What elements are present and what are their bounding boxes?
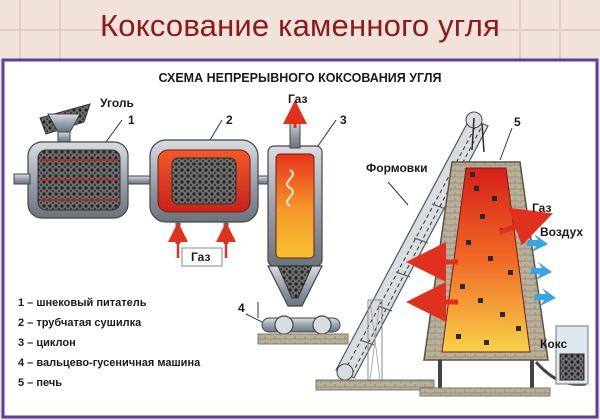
label-gas-top: Газ (288, 92, 307, 106)
conveyor-base (315, 379, 435, 391)
cyclone-hot-zone (275, 153, 315, 259)
legend-item-2: 2 – трубчатая сушилка (18, 317, 142, 329)
legend-item-3: 3 – циклон (18, 337, 76, 349)
callout-4: 4 (238, 301, 245, 315)
dryer-coal (171, 157, 237, 205)
furnace-hot-zone (441, 167, 531, 353)
slide-title: Коксование каменного угля (100, 8, 500, 43)
furnace-gas-arrow (499, 207, 553, 246)
conveyor-bottom-pulley (336, 363, 354, 381)
label-briquettes: Формовки (366, 161, 428, 175)
label-gas-bottom: Газ (191, 250, 210, 264)
screw-feeder (13, 103, 155, 219)
callout-1: 1 (128, 113, 135, 127)
label-coke: Кокс (540, 337, 568, 351)
roller-right (312, 315, 332, 335)
furnace-base (419, 387, 551, 397)
legend: 1 – шнековый питатель 2 – трубчатая суши… (18, 297, 201, 389)
gas-bottom-box (181, 247, 223, 267)
coking-furnace (406, 117, 589, 397)
coke-bin-contents (559, 353, 585, 381)
label-air: Воздух (540, 225, 583, 239)
callout-3: 3 (340, 113, 347, 127)
label-coal: Уголь (100, 96, 134, 110)
feeder-shaft (13, 173, 31, 185)
cyclone (267, 100, 323, 307)
machine-base (257, 333, 349, 345)
tubular-dryer (149, 139, 285, 267)
legend-item-1: 1 – шнековый питатель (18, 297, 147, 309)
label-gas-right: Газ (532, 201, 551, 215)
legend-item-4: 4 – вальцево-гусеничная машина (18, 357, 201, 369)
callout-5: 5 (514, 115, 521, 129)
feeder-neck (57, 131, 71, 143)
roll-track-machine (257, 302, 349, 345)
legend-item-5: 5 – печь (18, 377, 62, 389)
roller-left (274, 315, 294, 335)
air-in-arrows (526, 234, 556, 306)
diagram-title: СХЕМА НЕПРЕРЫВНОГО КОКСОВАНИЯ УГЛЯ (158, 71, 441, 85)
cyclone-coal (277, 265, 313, 299)
callout-2: 2 (226, 113, 233, 127)
